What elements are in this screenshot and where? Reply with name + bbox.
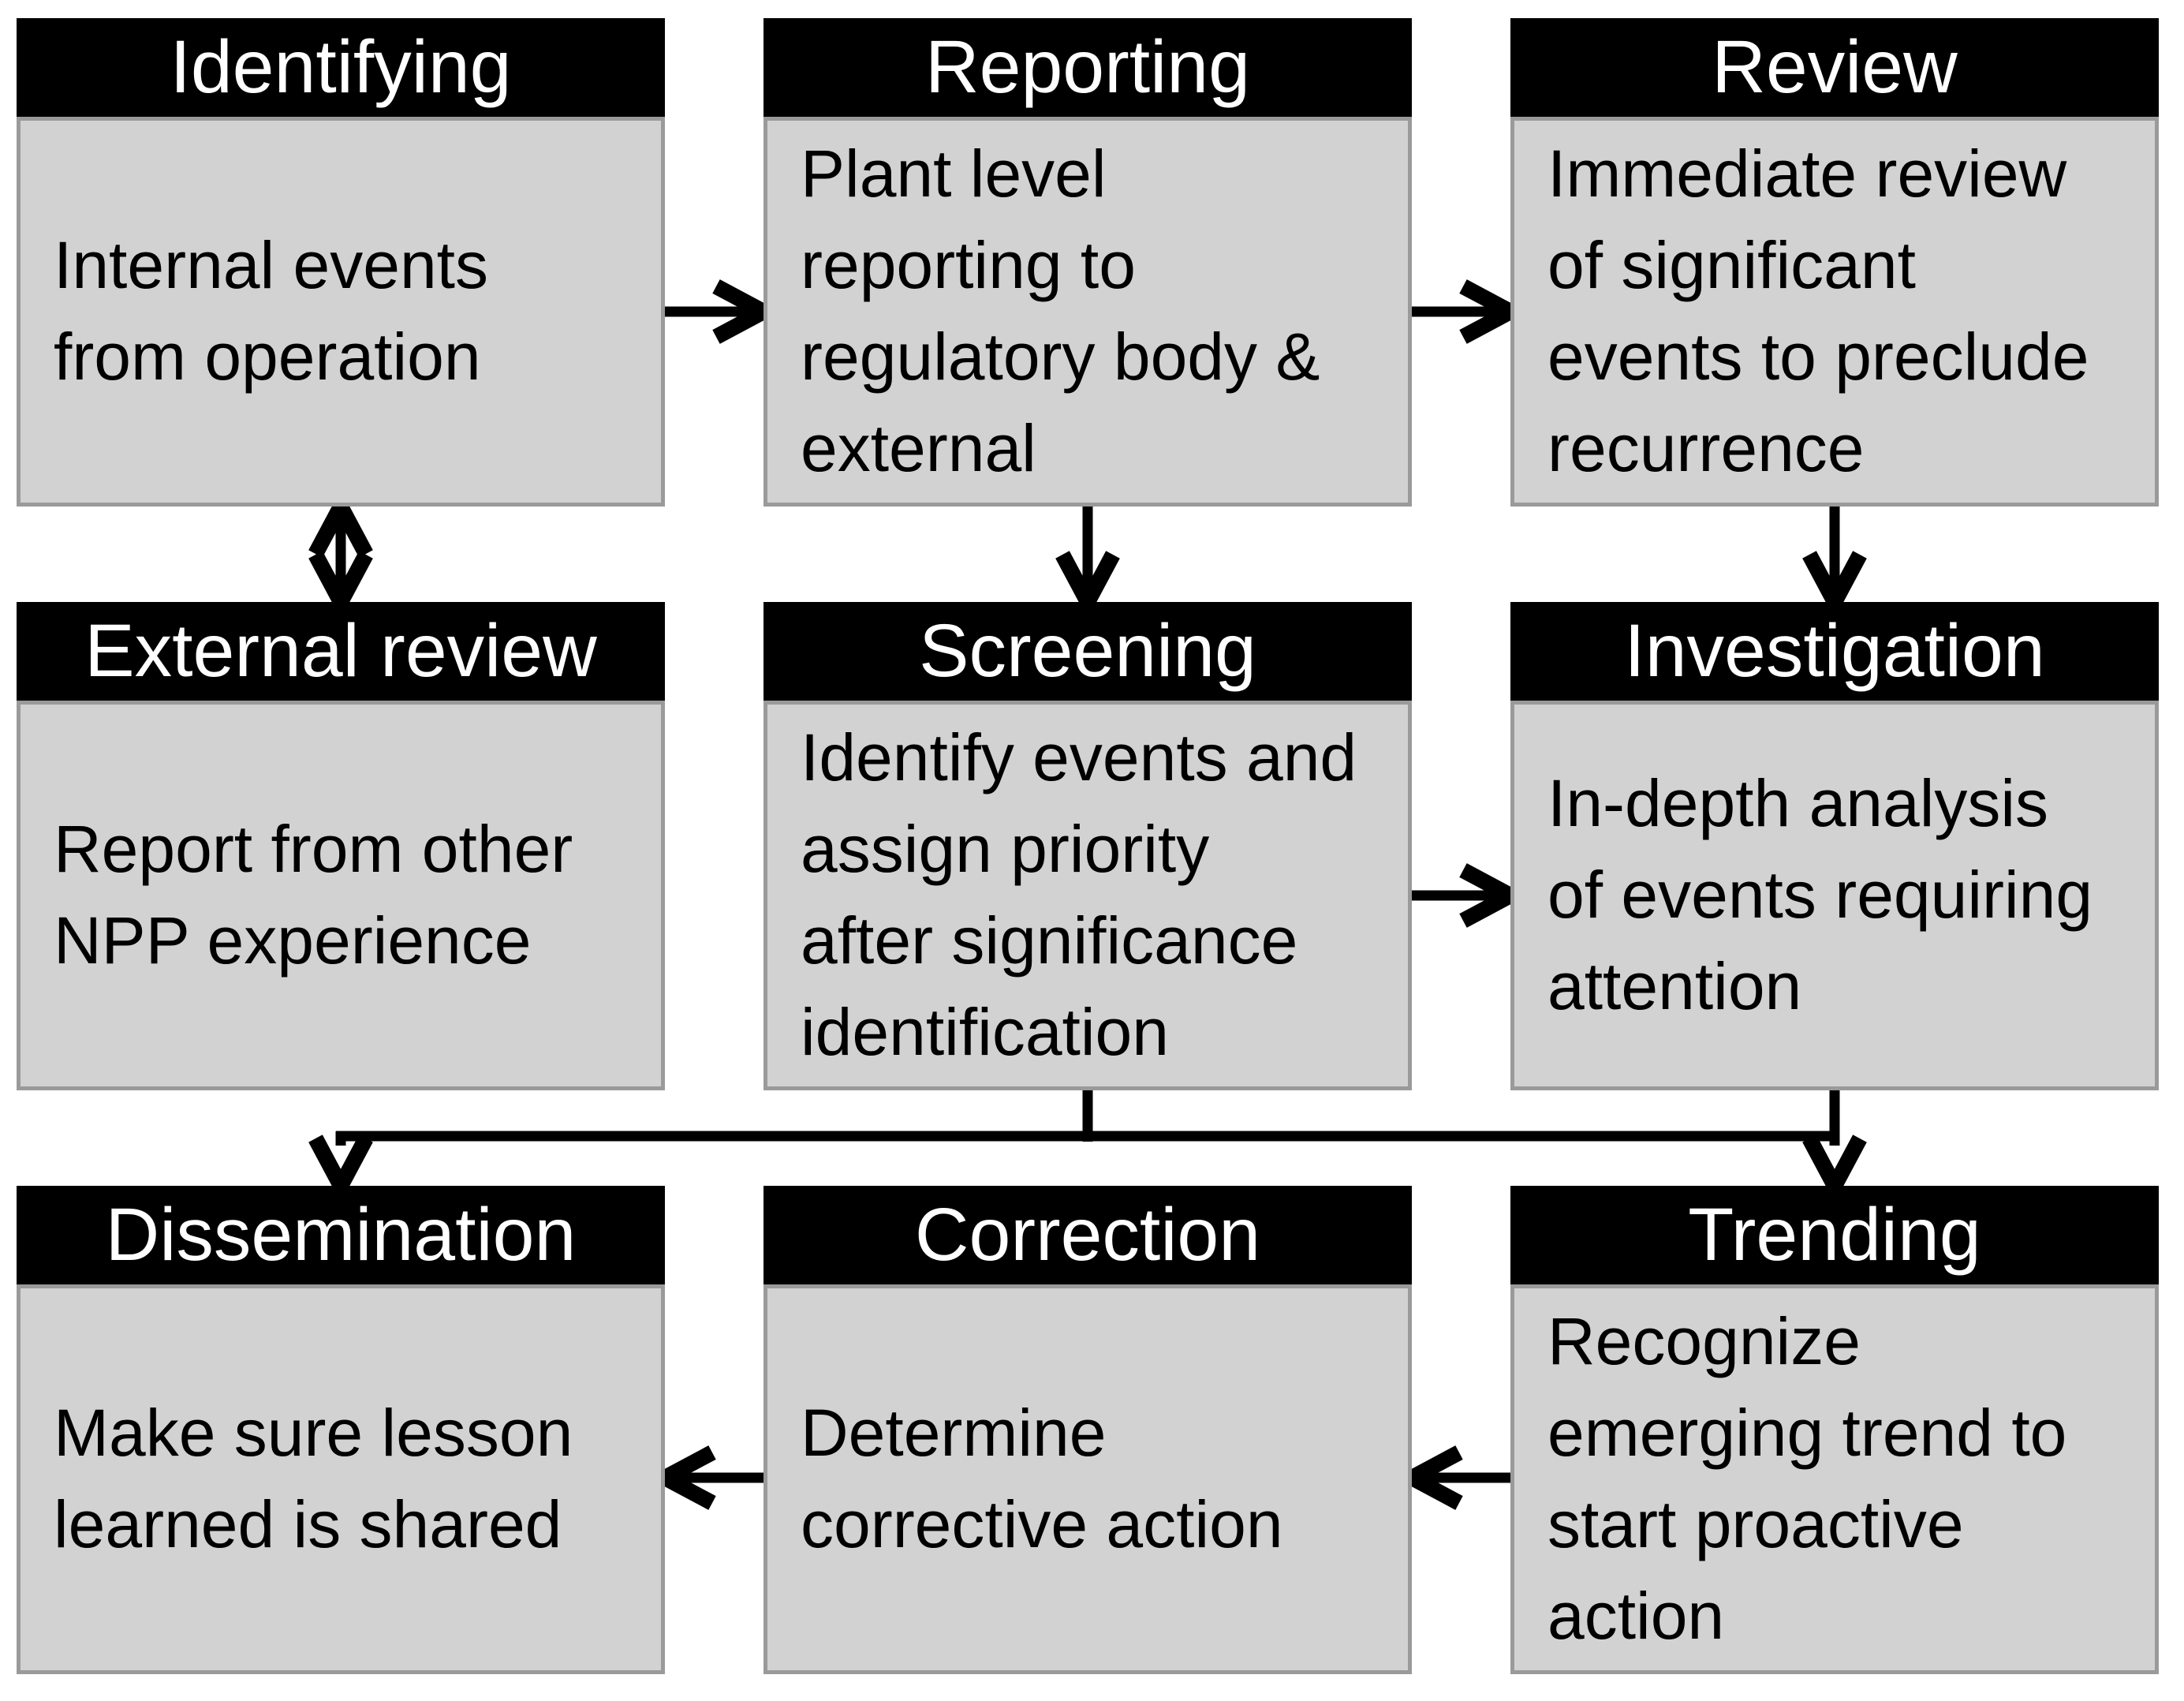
box-screening-text: Identify events and assign priority afte… — [801, 720, 1357, 1069]
box-trending: Trending Recognize emerging trend to sta… — [1510, 1186, 2159, 1674]
box-trending-header: Trending — [1510, 1186, 2159, 1284]
box-investigation: Investigation In-depth analysis of event… — [1510, 602, 2159, 1090]
box-review-title: Review — [1712, 25, 1958, 109]
box-review-header: Review — [1510, 18, 2159, 117]
box-dissemination-header: Dissemination — [17, 1186, 665, 1284]
box-correction-body: Determine corrective action — [763, 1284, 1412, 1674]
arrowhead-correction-to-dissemination — [648, 1445, 716, 1510]
box-correction-text: Determine corrective action — [801, 1396, 1283, 1561]
box-external-review-title: External review — [84, 609, 597, 693]
box-review-body: Immediate review of significant events t… — [1510, 117, 2159, 507]
box-dissemination: Dissemination Make sure lesson learned i… — [17, 1186, 665, 1674]
box-screening-body: Identify events and assign priority afte… — [763, 701, 1412, 1090]
box-dissemination-title: Dissemination — [105, 1193, 577, 1277]
box-investigation-body: In-depth analysis of events requiring at… — [1510, 701, 2159, 1090]
box-review: Review Immediate review of significant e… — [1510, 18, 2159, 507]
box-correction-header: Correction — [763, 1186, 1412, 1284]
arrowhead-trending-to-correction — [1394, 1445, 1463, 1510]
arrowhead-up-identifying-external-review — [308, 489, 373, 558]
box-screening: Screening Identify events and assign pri… — [763, 602, 1412, 1090]
box-reporting-body: Plant level reporting to regulatory body… — [763, 117, 1412, 507]
box-external-review-body: Report from other NPP experience — [17, 701, 665, 1090]
box-review-text: Immediate review of significant events t… — [1547, 136, 2089, 485]
box-dissemination-text: Make sure lesson learned is shared — [54, 1396, 573, 1561]
box-reporting-title: Reporting — [925, 25, 1250, 109]
box-external-review: External review Report from other NPP ex… — [17, 602, 665, 1090]
box-trending-text: Recognize emerging trend to start proact… — [1547, 1304, 2067, 1653]
box-dissemination-body: Make sure lesson learned is shared — [17, 1284, 665, 1674]
box-screening-title: Screening — [919, 609, 1256, 693]
box-investigation-header: Investigation — [1510, 602, 2159, 701]
box-identifying-title: Identifying — [170, 25, 512, 109]
box-reporting-text: Plant level reporting to regulatory body… — [801, 136, 1320, 485]
box-external-review-text: Report from other NPP experience — [54, 812, 573, 978]
box-identifying-text: Internal events from operation — [54, 228, 489, 394]
box-reporting: Reporting Plant level reporting to regul… — [763, 18, 1412, 507]
box-trending-title: Trending — [1688, 1193, 1981, 1277]
box-correction: Correction Determine corrective action — [763, 1186, 1412, 1674]
box-trending-body: Recognize emerging trend to start proact… — [1510, 1284, 2159, 1674]
box-investigation-title: Investigation — [1624, 609, 2045, 693]
box-identifying: Identifying Internal events from operati… — [17, 18, 665, 507]
box-identifying-header: Identifying — [17, 18, 665, 117]
box-screening-header: Screening — [763, 602, 1412, 701]
box-reporting-header: Reporting — [763, 18, 1412, 117]
box-correction-title: Correction — [914, 1193, 1261, 1277]
box-investigation-text: In-depth analysis of events requiring at… — [1547, 766, 2093, 1023]
box-external-review-header: External review — [17, 602, 665, 701]
box-identifying-body: Internal events from operation — [17, 117, 665, 507]
